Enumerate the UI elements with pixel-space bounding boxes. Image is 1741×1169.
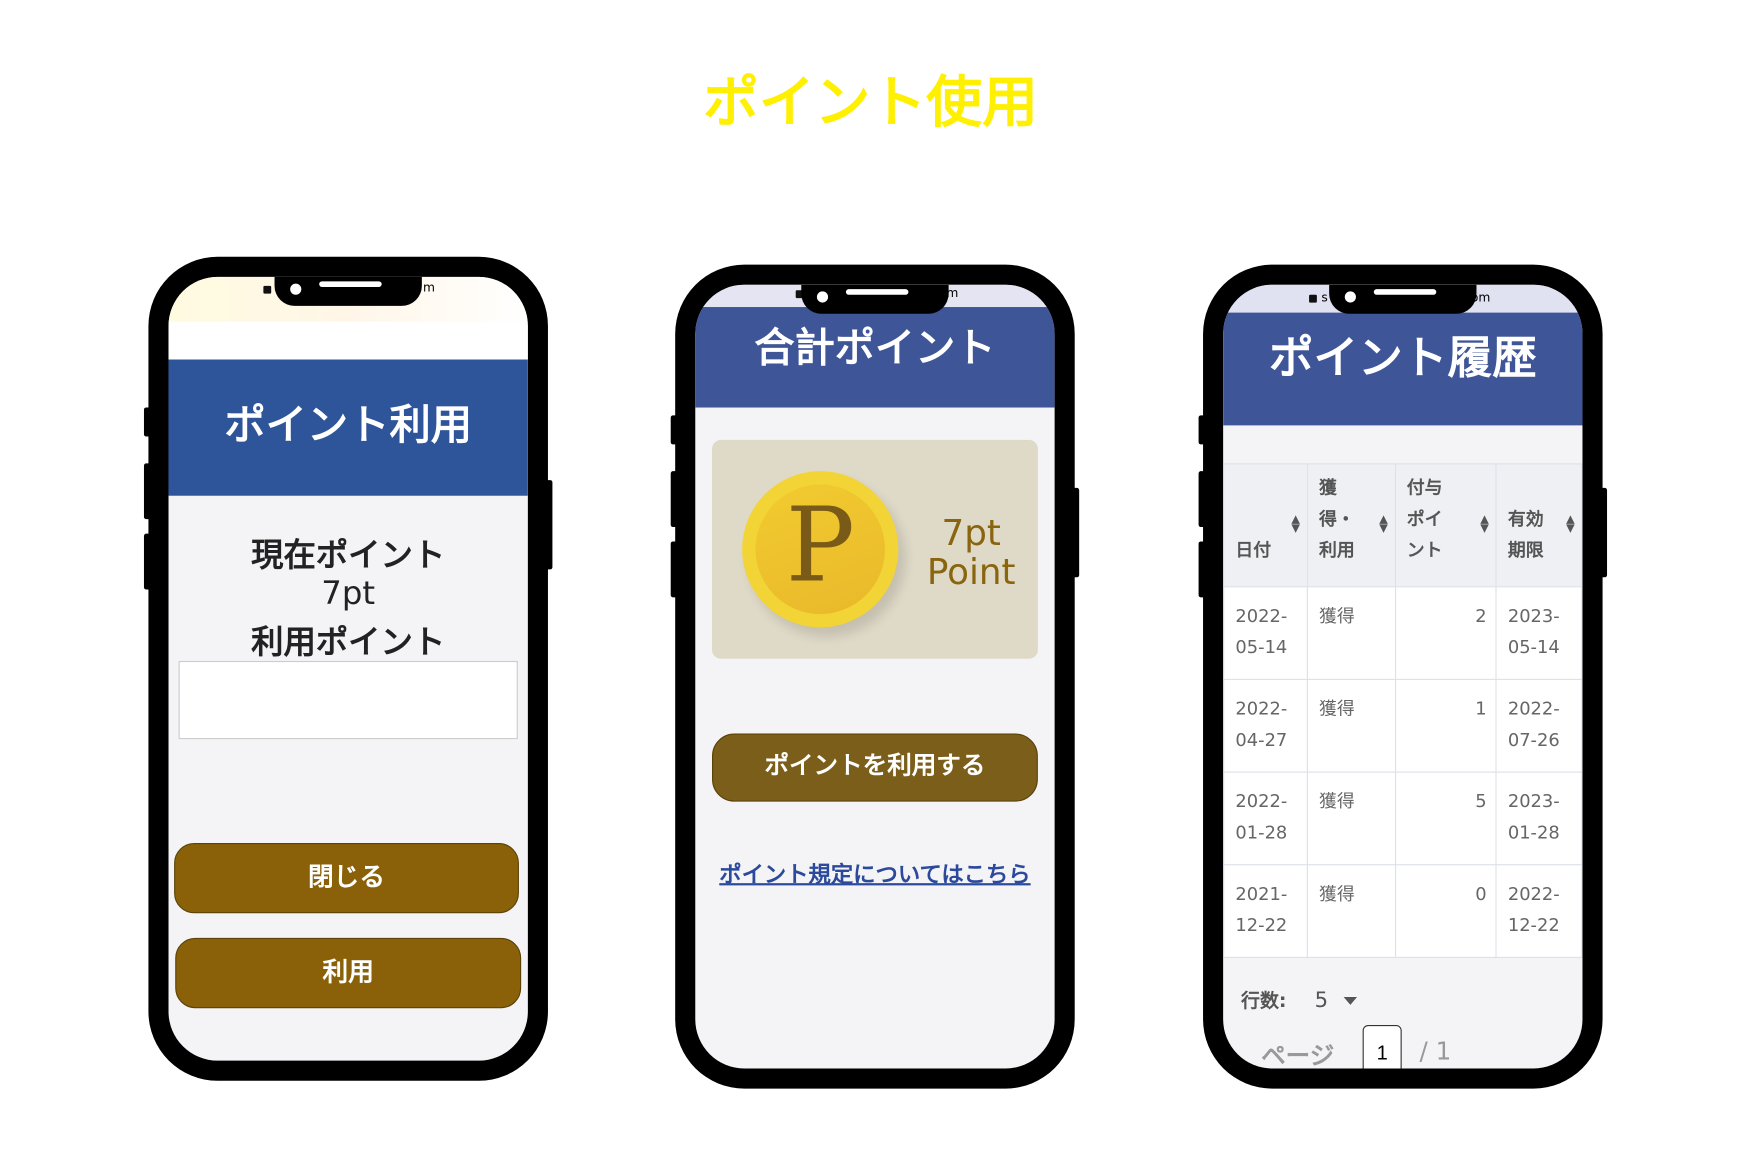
- header-title: ポイント履歴: [1268, 332, 1537, 385]
- points-card: P 7pt Point: [712, 439, 1038, 659]
- column-header-text: 獲得・利用: [1318, 476, 1355, 561]
- current-points-label: 現在ポイント: [251, 535, 446, 574]
- cell-date: 2022-05-14: [1223, 586, 1308, 680]
- close-button[interactable]: 閉じる: [174, 842, 519, 914]
- lock-icon: [795, 290, 804, 299]
- lock-icon: [263, 285, 272, 294]
- phone-point-history: s om ポイント履歴 日付▲▼獲得・利用▲▼付与ポイント▲▼有効期限▲▼ 20…: [1198, 264, 1608, 1089]
- cell-expiry: 2022-12-22: [1495, 864, 1583, 958]
- sort-icon[interactable]: ▲▼: [1480, 513, 1489, 535]
- chevron-down-icon: [1343, 997, 1358, 1012]
- sort-icon[interactable]: ▲▼: [1291, 513, 1301, 535]
- phone-point-use: m ポイント利用 現在ポイント 7pt 利用ポイント 閉じる 利用: [143, 256, 553, 1081]
- table-row: 2022-05-14 獲得 2 2023-05-14: [1223, 586, 1583, 680]
- cell-expiry: 2022-07-26: [1495, 678, 1583, 773]
- table-row: 2021-12-22 獲得 0 2022-12-22: [1223, 864, 1583, 958]
- points-value: 7pt: [941, 511, 1001, 554]
- column-header-text: 日付: [1235, 539, 1272, 561]
- phone-screen: m ポイント利用 現在ポイント 7pt 利用ポイント 閉じる 利用: [168, 276, 528, 1061]
- use-points-label: 利用ポイント: [251, 623, 446, 661]
- column-header[interactable]: 有効期限 ▲▼: [1495, 463, 1583, 588]
- cell-points: 2: [1394, 586, 1497, 680]
- cell-date: 2021-12-22: [1223, 864, 1308, 958]
- phone-screen: m 合計ポイント P 7pt Point ポイントを利用する ポイント規定につい…: [695, 284, 1055, 1069]
- header: 合計ポイント: [695, 307, 1055, 408]
- cell-expiry: 2023-05-14: [1495, 586, 1583, 680]
- points-unit: Point: [926, 550, 1016, 593]
- column-header[interactable]: 付与ポイント ▲▼: [1394, 463, 1497, 588]
- lock-icon: [1309, 294, 1317, 303]
- use-points-input[interactable]: [178, 660, 518, 740]
- sort-icon[interactable]: ▲▼: [1379, 513, 1388, 535]
- page-label: ページ: [1261, 1042, 1335, 1069]
- header-title: 合計ポイント: [754, 326, 996, 372]
- header: ポイント履歴: [1223, 312, 1583, 426]
- notch: [274, 276, 422, 306]
- history-table: 日付 ▲▼ 獲得・利用 ▲▼ 付与ポイント ▲▼ 有効期限 ▲▼ 2022-05-14 獲得 …: [1223, 463, 1583, 958]
- column-header-text: 付与ポイント: [1406, 476, 1443, 561]
- rows-value: 5: [1314, 988, 1329, 1013]
- rows-select[interactable]: 5: [1315, 988, 1358, 1013]
- url-text-left: s: [1321, 290, 1328, 305]
- url-text: m: [946, 285, 959, 301]
- cell-points: 5: [1394, 771, 1497, 866]
- cell-type: 獲得: [1306, 864, 1396, 958]
- cell-expiry: 2023-01-28: [1495, 771, 1583, 866]
- column-header-text: 有効期限: [1507, 508, 1544, 561]
- cell-type: 獲得: [1306, 771, 1396, 866]
- use-points-button[interactable]: ポイントを利用する: [712, 733, 1038, 802]
- page-input[interactable]: [1362, 1024, 1402, 1069]
- use-button[interactable]: 利用: [175, 937, 522, 1009]
- current-points-value: 7pt: [321, 573, 376, 612]
- page-total: / 1: [1419, 1038, 1452, 1067]
- rules-link[interactable]: ポイント規定についてはこちら: [719, 860, 1031, 888]
- rows-label: 行数:: [1240, 990, 1287, 1013]
- cell-points: 1: [1394, 678, 1497, 773]
- notch: [1329, 284, 1477, 314]
- header-title: ポイント利用: [224, 400, 473, 449]
- cell-date: 2022-04-27: [1223, 678, 1308, 773]
- cell-date: 2022-01-28: [1223, 771, 1308, 866]
- table-row: 2022-04-27 獲得 1 2022-07-26: [1223, 678, 1583, 773]
- header: ポイント利用: [168, 359, 528, 496]
- url-text: m: [422, 280, 435, 295]
- phone-total-points: m 合計ポイント P 7pt Point ポイントを利用する ポイント規定につい…: [670, 264, 1080, 1089]
- coin-icon: P: [742, 471, 899, 628]
- cell-type: 獲得: [1306, 678, 1396, 773]
- page-title: ポイント使用: [703, 70, 1038, 136]
- cell-points: 0: [1394, 864, 1497, 958]
- table-row: 2022-01-28 獲得 5 2023-01-28: [1223, 771, 1583, 866]
- column-header[interactable]: 獲得・利用 ▲▼: [1306, 463, 1396, 588]
- cell-type: 獲得: [1306, 586, 1396, 680]
- sort-icon[interactable]: ▲▼: [1566, 513, 1575, 535]
- phone-screen: s om ポイント履歴 日付▲▼獲得・利用▲▼付与ポイント▲▼有効期限▲▼ 20…: [1223, 284, 1583, 1069]
- notch: [801, 284, 949, 314]
- column-header[interactable]: 日付 ▲▼: [1223, 463, 1308, 588]
